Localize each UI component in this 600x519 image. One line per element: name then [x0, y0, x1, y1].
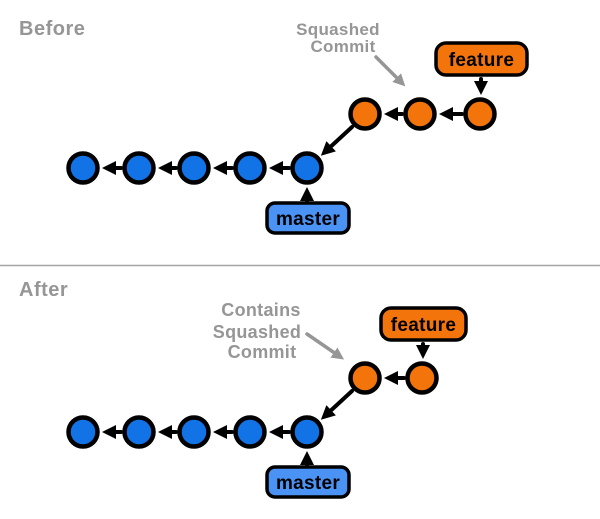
after-master-commit-node [66, 415, 100, 449]
after-master-commit-node [233, 415, 267, 449]
before-master-commit-node [177, 151, 211, 185]
before-master-commit-node [233, 151, 267, 185]
before-master-branch-tag [265, 201, 351, 235]
before-annotation-line1: Squashed [296, 20, 380, 39]
after-feature-branch-tag-label: feature [391, 315, 456, 336]
after-feature-to-master-arrow [320, 389, 354, 420]
before-master-commit-node [66, 151, 100, 185]
before-annotation-line2: Commit [310, 37, 375, 56]
after-annotation-arrow [305, 332, 345, 360]
before-master-commit-node [122, 151, 156, 185]
before-feature-to-master-arrow [320, 125, 354, 156]
before-feature-commit-node [463, 97, 497, 131]
before-section-label: Before [19, 18, 85, 40]
before-feature-commit-node [403, 97, 437, 131]
before-master-commit-node-head [290, 151, 324, 185]
after-annotation-line2: Squashed [213, 322, 301, 342]
after-master-branch-tag [265, 465, 351, 499]
after-feature-branch-tag [379, 306, 468, 342]
before-annotation-arrow [374, 55, 406, 87]
after-feature-commit-node [405, 361, 439, 395]
after-master-branch-tag-label: master [276, 473, 340, 494]
after-section-label: After [19, 279, 68, 301]
before-feature-branch-tag [434, 41, 529, 77]
after-annotation-line1: Contains [221, 300, 300, 320]
after-annotation-line3: Commit [228, 342, 297, 362]
before-master-branch-tag-label: master [276, 209, 340, 230]
before-feature-branch-tag-label: feature [449, 50, 514, 71]
after-master-commit-node [177, 415, 211, 449]
after-feature-commit-node-squashed [348, 361, 382, 395]
after-master-commit-node [122, 415, 156, 449]
after-master-commit-node-head [290, 415, 324, 449]
before-feature-commit-node-squashed-target [348, 97, 382, 131]
